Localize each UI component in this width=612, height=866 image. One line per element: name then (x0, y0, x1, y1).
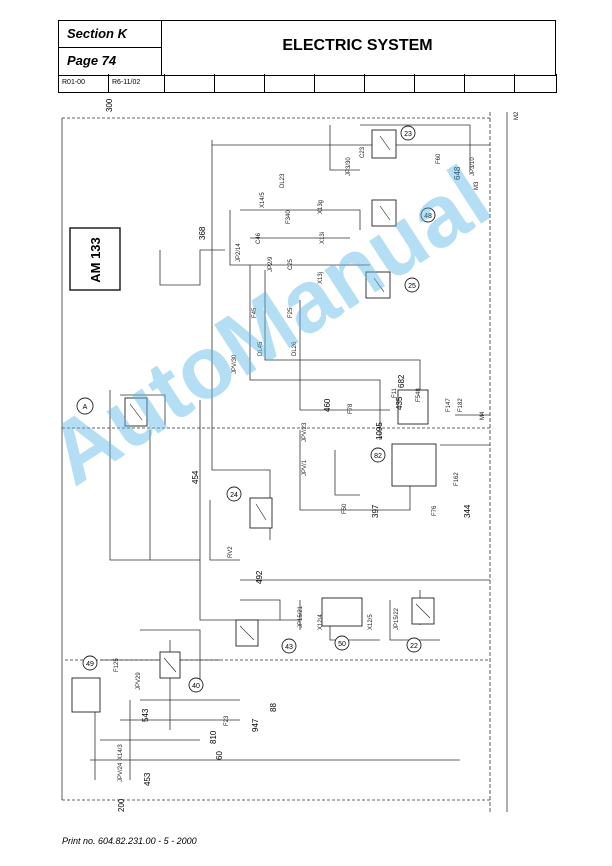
conn-jp2-14: JP2/14 (236, 243, 242, 262)
page-title: ELECTRIC SYSTEM (282, 37, 433, 54)
component-49: 49 (86, 661, 94, 668)
fuse-f78: F78 (348, 403, 354, 414)
revision-cell (265, 74, 315, 92)
fuse-f23: F23 (224, 715, 230, 726)
fuse-f25: F25 (288, 307, 294, 318)
fuse-f162: F162 (454, 472, 460, 486)
fuse-f182: F182 (458, 398, 464, 412)
wire-200: 200 (117, 798, 126, 812)
section-box: Section K (58, 20, 162, 48)
component-50: 50 (338, 641, 346, 648)
conn-jpv29: JPV29 (136, 672, 142, 690)
component-43: 43 (285, 644, 293, 651)
revision-cell (365, 74, 415, 92)
conn-jp15-21: JP15/21 (298, 605, 304, 628)
conn-x12-5: X12/5 (368, 614, 374, 630)
detail-marker: A (83, 404, 88, 411)
conn-x13i: X13i (320, 232, 326, 244)
revision-cell (415, 74, 465, 92)
conn-x14-5: X14/5 (260, 192, 266, 208)
fuse-c46: C46 (256, 232, 262, 244)
conn-jp3-30: JP3/30 (346, 157, 352, 176)
conn-jpv-24: JPV/24 (118, 762, 124, 782)
wire-543: 543 (141, 708, 150, 722)
title-box: ELECTRIC SYSTEM (160, 20, 556, 76)
conn-jpv-30: JPV/30 (232, 354, 238, 374)
wire-368: 368 (198, 226, 207, 240)
conn-x14-3: X14/3 (118, 744, 124, 760)
fuse-f147: F147 (446, 398, 452, 412)
revision-cell (315, 74, 365, 92)
label-m2: M2 (514, 111, 520, 120)
conn-x13j: X13j (318, 272, 324, 284)
conn-jpv-1: JPV/1 (302, 459, 308, 476)
fuse-f76: F76 (432, 505, 438, 516)
conn-jp3-10: JP3/10 (470, 157, 476, 176)
model-label: AM 133 (88, 237, 103, 283)
wire-648: 648 (453, 166, 462, 180)
wire-88: 88 (269, 703, 278, 712)
component-48: 48 (424, 213, 432, 220)
revision-cell (215, 74, 265, 92)
fuse-c25: C25 (288, 258, 294, 270)
fuse-f11: F11 (392, 387, 398, 398)
component-24: 24 (230, 492, 238, 499)
wire-460: 460 (323, 398, 332, 412)
fuse-dl45: DL45 (258, 341, 264, 356)
wire-435: 435 (395, 396, 404, 410)
wire-492: 492 (255, 570, 264, 584)
component-25: 25 (408, 283, 416, 290)
conn-jp15-22: JP15/22 (394, 607, 400, 630)
fuse-dl26: DL26 (292, 341, 298, 356)
fuse-f548: F548 (416, 388, 422, 402)
page-label: Page 74 (67, 53, 117, 68)
conn-jp2-9: JP2/9 (268, 256, 274, 272)
wire-344: 344 (463, 504, 472, 518)
fuse-f60: F60 (436, 153, 442, 164)
conn-x12-4: X12/4 (318, 614, 324, 630)
wire-1095: 1095 (375, 422, 384, 440)
fuse-dl23: DL23 (280, 173, 286, 188)
wire-682: 682 (397, 374, 406, 388)
revision-cell (465, 74, 515, 92)
wire-454: 454 (191, 470, 200, 484)
fuse-f125: F125 (114, 658, 120, 672)
fuse-f340: F340 (286, 210, 292, 224)
component-40: 40 (192, 683, 200, 690)
wire-810: 810 (209, 730, 218, 744)
revision-right: R6-11/02 (109, 74, 165, 92)
page-box: Page 74 (58, 47, 162, 76)
conn-x13g: X13g (318, 200, 324, 214)
fuse-c23: C23 (360, 146, 366, 158)
component-23: 23 (404, 131, 412, 138)
footer-print-number: Print no. 604.82.231.00 - 5 - 2000 (62, 836, 197, 846)
label-m4: M4 (480, 411, 486, 420)
wire-397: 397 (371, 504, 380, 518)
revision-cell (165, 74, 215, 92)
wire-453: 453 (143, 772, 152, 786)
label-rv2: RV2 (228, 546, 234, 558)
fuse-f50: F50 (342, 503, 348, 514)
component-22: 22 (410, 643, 418, 650)
fuse-f45: F45 (252, 307, 258, 318)
label-m3: M3 (474, 181, 480, 190)
component-82: 82 (374, 453, 382, 460)
revision-bar: R01-00 R6-11/02 (58, 74, 557, 93)
conn-jpv-23: JPV/23 (302, 422, 308, 442)
section-label: Section K (67, 26, 127, 41)
wire-60: 60 (215, 751, 224, 760)
wire-300: 300 (105, 98, 114, 112)
wire-947: 947 (251, 718, 260, 732)
revision-left: R01-00 (59, 74, 109, 92)
